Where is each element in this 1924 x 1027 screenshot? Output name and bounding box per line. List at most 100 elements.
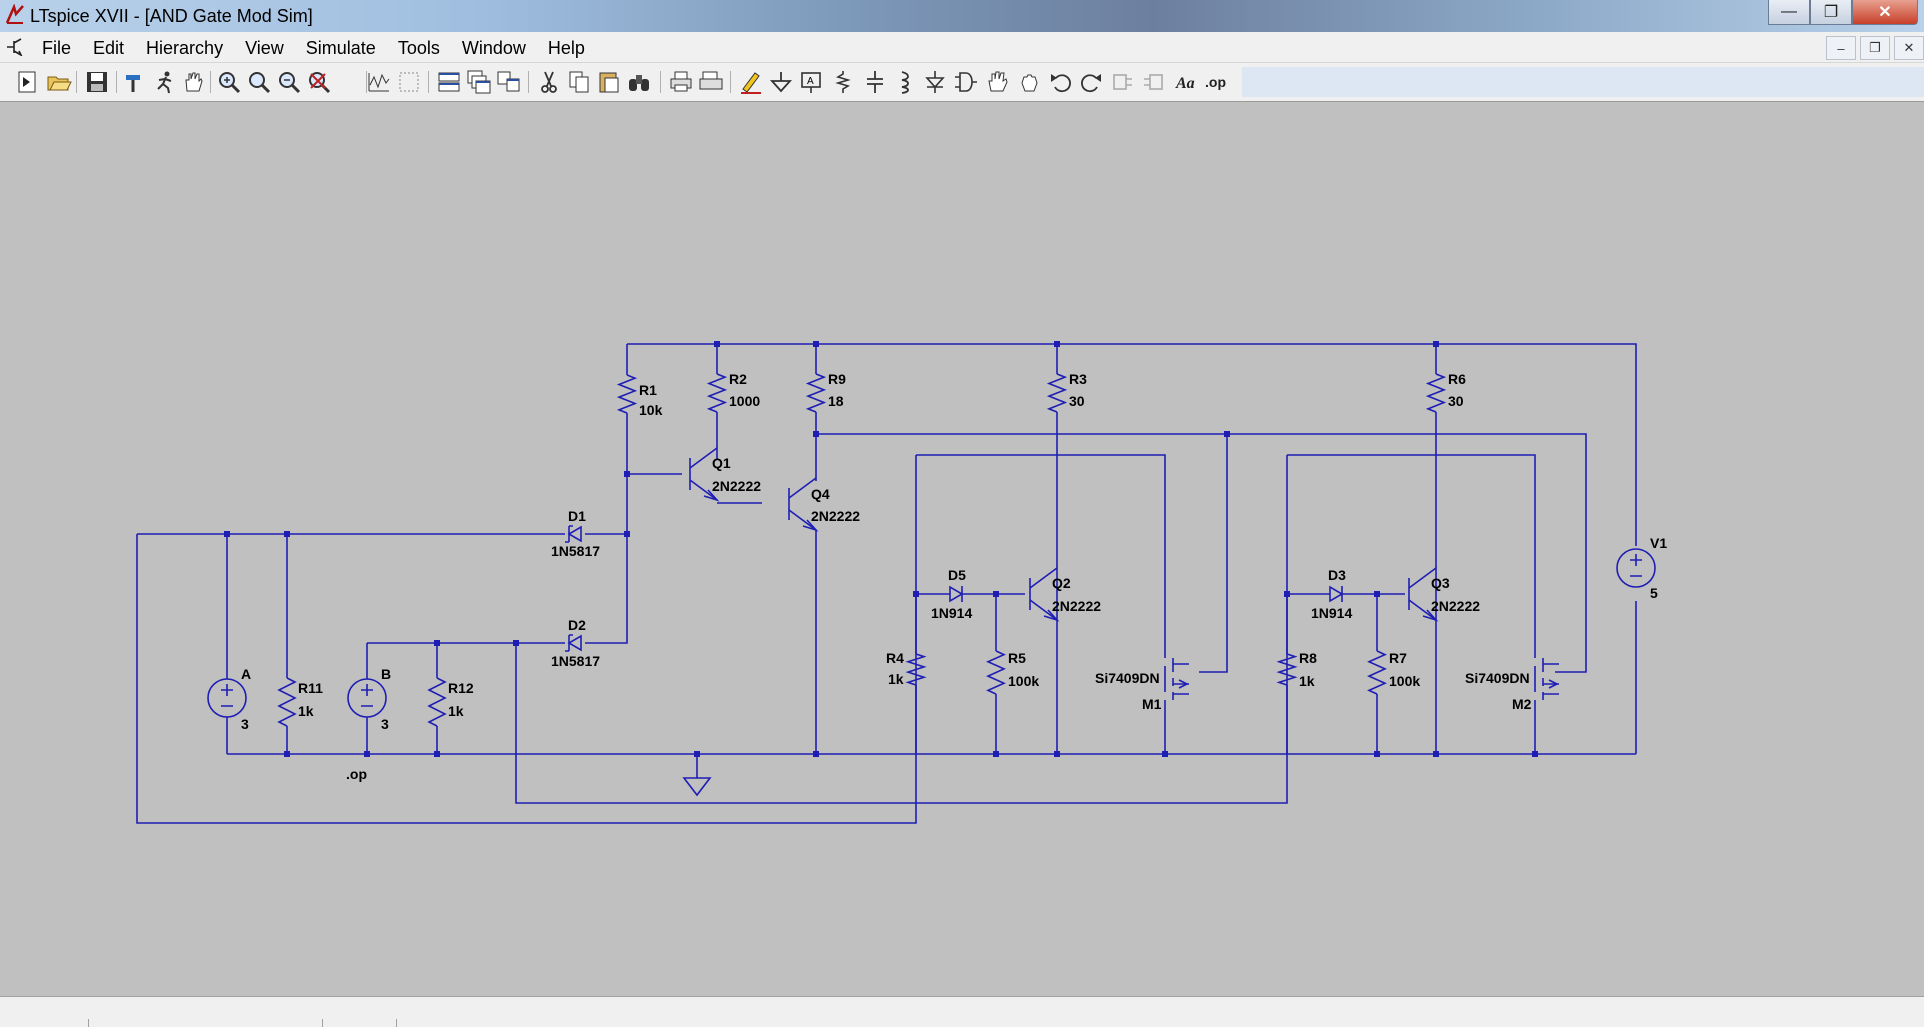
print-preview-button[interactable] [698, 69, 724, 95]
resistor-r12[interactable] [427, 677, 447, 727]
run-button[interactable] [152, 69, 178, 95]
draw-wire-button[interactable] [738, 69, 764, 95]
voltage-source-b[interactable] [347, 678, 387, 718]
pan-button[interactable] [246, 69, 272, 95]
zoom-out-button[interactable] [276, 69, 302, 95]
menu-edit[interactable]: Edit [93, 38, 125, 58]
new-schematic-button[interactable] [14, 69, 40, 95]
cascade-button[interactable] [466, 69, 492, 95]
ground-button[interactable] [768, 69, 794, 95]
resistor-r2[interactable] [706, 373, 728, 413]
pmos-transistor-m2[interactable] [1534, 658, 1559, 700]
wires[interactable] [136, 343, 1637, 824]
menu-view[interactable]: View [245, 38, 284, 58]
paste-button[interactable] [596, 69, 622, 95]
resistor-r7[interactable] [1367, 650, 1387, 695]
svg-text:A: A [807, 76, 814, 87]
mdi-restore-button[interactable]: ❐ [1860, 36, 1890, 60]
grid-button[interactable] [396, 69, 422, 95]
mdi-minimize-button[interactable]: – [1826, 36, 1856, 60]
spice-directive-button[interactable]: .op [1204, 69, 1230, 95]
resistor-r5[interactable] [986, 650, 1006, 695]
component-ref-v1: V1 [1650, 535, 1667, 551]
capacitor-button[interactable] [862, 69, 888, 95]
resistor-r1[interactable] [616, 374, 638, 414]
schottky-diode-d2[interactable] [565, 634, 582, 652]
component-value-q1: 2N2222 [712, 478, 761, 494]
menu-hierarchy[interactable]: Hierarchy [146, 38, 224, 58]
diode-button[interactable] [922, 69, 948, 95]
svg-text:Aa: Aa [1175, 75, 1195, 92]
document-menu-icon[interactable] [6, 38, 26, 56]
zoom-fit-button[interactable] [306, 69, 332, 95]
label-net-icon: A [801, 72, 821, 93]
cut-button[interactable] [536, 69, 562, 95]
component-and-gate-icon [955, 72, 977, 92]
open-button[interactable] [46, 69, 72, 95]
control-panel-button[interactable] [122, 69, 148, 95]
schematic-drawing[interactable]: R110kR21000R918R330R630R111kR121kR41kR51… [0, 102, 1924, 996]
autorange-button[interactable] [366, 69, 392, 95]
label-net-button[interactable]: A [798, 69, 824, 95]
ltspice-app-icon[interactable] [4, 4, 26, 26]
resistor-r6[interactable] [1425, 373, 1447, 413]
drag-button[interactable] [1016, 69, 1042, 95]
move-button[interactable] [984, 69, 1010, 95]
diode-d3[interactable] [1326, 585, 1346, 603]
print-button[interactable] [668, 69, 694, 95]
waveform-icon [368, 73, 390, 92]
zoom-in-icon [219, 72, 241, 94]
npn-transistor-q1[interactable] [689, 447, 720, 502]
zoom-in-button[interactable] [216, 69, 242, 95]
component-button[interactable] [952, 69, 978, 95]
minimize-button[interactable]: — [1768, 0, 1810, 25]
resistor-r9[interactable] [805, 373, 827, 413]
rotate-button[interactable] [1110, 69, 1136, 95]
copy-button[interactable] [566, 69, 592, 95]
resistor-r8[interactable] [1276, 653, 1298, 686]
ground-symbol[interactable] [682, 777, 712, 797]
resistor-icon [835, 71, 851, 93]
save-button[interactable] [84, 69, 110, 95]
undo-button[interactable] [1048, 69, 1074, 95]
menu-simulate[interactable]: Simulate [305, 38, 376, 58]
mirror-button[interactable] [1140, 69, 1166, 95]
diode-d5[interactable] [946, 585, 966, 603]
schottky-diode-d1[interactable] [565, 525, 582, 543]
menu-file[interactable]: File [42, 38, 72, 58]
npn-transistor-q2[interactable] [1029, 567, 1060, 622]
schematic-components[interactable] [207, 341, 1656, 797]
tile-vertical-button[interactable] [496, 69, 522, 95]
resistor-button[interactable] [830, 69, 856, 95]
printer-setup-icon [699, 71, 723, 90]
component-value-r5: 100k [1008, 673, 1039, 689]
close-button[interactable]: ✕ [1852, 0, 1918, 25]
menu-help[interactable]: Help [547, 38, 585, 58]
npn-transistor-q3[interactable] [1408, 567, 1439, 622]
tile-vertical-icon [497, 71, 520, 92]
resistor-r3[interactable] [1046, 373, 1068, 413]
menu-window[interactable]: Window [461, 38, 526, 58]
npn-transistor-q4[interactable] [788, 477, 819, 532]
mdi-close-button[interactable]: ✕ [1894, 36, 1924, 60]
component-value-m2: Si7409DN [1465, 670, 1530, 686]
redo-button[interactable] [1078, 69, 1104, 95]
halt-button[interactable] [180, 69, 206, 95]
text-button[interactable]: Aa [1174, 69, 1200, 95]
voltage-source-a[interactable] [207, 678, 247, 718]
inductor-button[interactable] [892, 69, 918, 95]
scissors-icon [541, 71, 557, 93]
component-value-d5: 1N914 [931, 605, 972, 621]
close-icon: ✕ [1903, 40, 1915, 55]
find-button[interactable] [626, 69, 652, 95]
pmos-transistor-m1[interactable] [1164, 658, 1189, 700]
maximize-button[interactable]: ❐ [1810, 0, 1852, 25]
resistor-r11[interactable] [277, 677, 297, 727]
tile-horizontal-button[interactable] [436, 69, 462, 95]
menu-tools[interactable]: Tools [397, 38, 440, 58]
resistor-r4[interactable] [905, 653, 927, 686]
rotate-icon [1113, 74, 1132, 90]
component-ref-d3: D3 [1328, 567, 1346, 583]
voltage-source-v1[interactable] [1616, 548, 1656, 588]
